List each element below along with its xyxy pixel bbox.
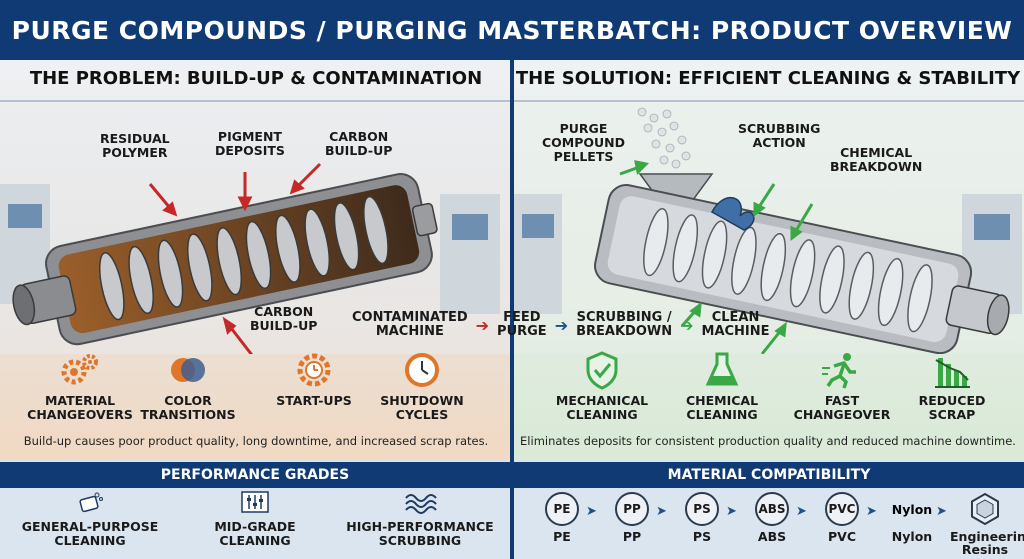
cause-label: START-UPS <box>276 393 352 408</box>
cause-label: SHUTDOWN CYCLES <box>380 393 464 422</box>
arrow-right-icon: ➔ <box>680 315 694 335</box>
grades-title: PERFORMANCE GRADES <box>0 462 510 488</box>
gear-clock-icon <box>297 353 331 387</box>
clock-icon <box>405 353 439 387</box>
material-label: PVC <box>827 529 856 544</box>
materials-title: MATERIAL COMPATIBILITY <box>514 462 1024 488</box>
problem-causes: MATERIAL CHANGEOVERS COLOR TRANSITIONS S… <box>0 350 512 430</box>
scrub-waves-icon <box>405 494 437 514</box>
material-badge: PS <box>685 492 719 526</box>
material-badge-text: Nylon <box>891 501 933 517</box>
arrow-right-icon: ➤ <box>796 504 807 519</box>
flow-step: CLEAN MACHINE <box>701 309 770 339</box>
arrow-right-icon: ➤ <box>586 504 597 519</box>
cause-item: MATERIAL CHANGEOVERS <box>20 350 140 422</box>
flask-icon <box>705 352 739 386</box>
materials-row: PE PE ➤ PP PP ➤ PS PS ➤ ABS ABS ➤ PVC PV… <box>514 492 1024 556</box>
material-item: Engineering Resins <box>950 492 1024 558</box>
benefit-label: MECHANICAL CLEANING <box>555 393 649 422</box>
cause-item: SHUTDOWN CYCLES <box>362 350 482 422</box>
benefit-item: FAST CHANGEOVER <box>782 350 902 422</box>
solution-caption: Eliminates deposits for consistent produ… <box>520 434 1016 448</box>
arrow-right-icon: ➔ <box>554 315 569 335</box>
cause-label: MATERIAL CHANGEOVERS <box>27 393 133 422</box>
grade-label: MID-GRADE CLEANING <box>214 519 296 549</box>
cause-item: COLOR TRANSITIONS <box>128 350 248 422</box>
panel-divider <box>510 60 514 460</box>
residual-polymer-label: RESIDUAL POLYMER <box>100 131 170 160</box>
material-item: PE PE <box>534 492 590 543</box>
carbon-buildup-bottom-label: CARBON BUILD-UP <box>250 304 318 333</box>
arrow-right-icon: ➤ <box>936 504 947 519</box>
material-item: ABS ABS <box>744 492 800 543</box>
material-label: Engineering Resins <box>950 529 1024 558</box>
contaminated-screw-illustration <box>0 104 512 354</box>
shield-check-icon <box>586 351 618 390</box>
benefit-item: REDUCED SCRAP <box>892 350 1012 422</box>
color-circles-icon <box>171 358 205 382</box>
bottom-divider <box>510 460 514 559</box>
material-label: PS <box>692 529 712 544</box>
grade-label: GENERAL-PURPOSE CLEANING <box>21 519 159 549</box>
grade-item: HIGH-PERFORMANCE SCRUBBING <box>340 490 500 549</box>
problem-panel: THE PROBLEM: BUILD-UP & CONTAMINATION <box>0 60 512 460</box>
material-badge: ABS <box>755 492 789 526</box>
benefit-item: CHEMICAL CLEANING <box>662 350 782 422</box>
cause-label: COLOR TRANSITIONS <box>140 393 236 422</box>
sliders-icon <box>241 491 269 513</box>
material-item: PS PS <box>674 492 730 543</box>
material-label: PP <box>622 529 642 544</box>
benefit-label: CHEMICAL CLEANING <box>685 393 759 422</box>
grade-label: HIGH-PERFORMANCE SCRUBBING <box>346 519 494 549</box>
material-badge: PE <box>545 492 579 526</box>
problem-caption: Build-up causes poor product quality, lo… <box>23 434 489 448</box>
grade-item: MID-GRADE CLEANING <box>175 490 335 549</box>
carbon-buildup-top-label: CARBON BUILD-UP <box>325 129 393 158</box>
benefit-label: FAST CHANGEOVER <box>793 393 891 422</box>
benefit-item: MECHANICAL CLEANING <box>542 350 662 422</box>
material-label: PE <box>553 529 571 544</box>
title-divider <box>512 100 1024 102</box>
arrow-right-icon: ➤ <box>866 504 877 519</box>
scrubbing-action-label: SCRUBBING ACTION <box>738 121 821 150</box>
flow-step: SCRUBBING / BREAKDOWN <box>576 309 673 339</box>
material-item: PP PP <box>604 492 660 543</box>
pigment-deposits-label: PIGMENT DEPOSITS <box>215 129 285 158</box>
solution-title: THE SOLUTION: EFFICIENT CLEANING & STABI… <box>515 68 1021 89</box>
material-item: PVC PVC <box>814 492 870 543</box>
grade-item: GENERAL-PURPOSE CLEANING <box>10 490 170 549</box>
title-divider <box>0 100 512 102</box>
problem-title: THE PROBLEM: BUILD-UP & CONTAMINATION <box>29 68 483 89</box>
gears-icon <box>61 354 98 385</box>
flow-step: FEED PURGE <box>497 309 547 339</box>
arrow-right-icon: ➤ <box>726 504 737 519</box>
material-label: Nylon <box>891 529 933 544</box>
solution-benefits: MECHANICAL CLEANING CHEMICAL CLEANING FA… <box>512 350 1024 430</box>
sponge-icon <box>79 492 103 513</box>
page-title: PURGE COMPOUNDS / PURGING MASTERBATCH: P… <box>0 0 1024 60</box>
hexagon-icon <box>971 492 999 526</box>
solution-panel: THE SOLUTION: EFFICIENT CLEANING & STABI… <box>512 60 1024 460</box>
purge-pellets-label: PURGE COMPOUND PELLETS <box>542 121 626 164</box>
arrow-right-icon: ➤ <box>656 504 667 519</box>
cause-item: START-UPS <box>254 350 374 408</box>
chemical-breakdown-label: CHEMICAL BREAKDOWN <box>830 145 923 174</box>
material-badge: PVC <box>825 492 859 526</box>
material-label: ABS <box>757 529 787 544</box>
arrow-right-icon: ➔ <box>475 315 490 335</box>
runner-icon <box>822 353 856 389</box>
benefit-label: REDUCED SCRAP <box>918 393 986 422</box>
process-flow: CONTAMINATED MACHINE ➔ FEED PURGE ➔ SCRU… <box>352 305 770 345</box>
flow-step: CONTAMINATED MACHINE <box>352 309 468 339</box>
clean-screw-illustration <box>512 104 1024 354</box>
material-badge: PP <box>615 492 649 526</box>
material-item: Nylon Nylon <box>884 492 940 544</box>
bar-chart-down-icon <box>935 358 970 388</box>
